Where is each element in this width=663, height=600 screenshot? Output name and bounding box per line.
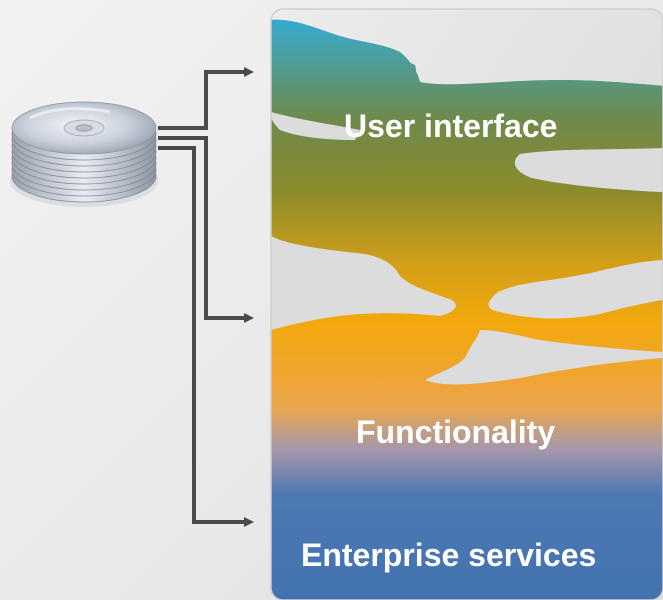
layer-label-functionality: Functionality — [356, 414, 556, 450]
layers-panel-border — [270, 8, 663, 600]
connectors — [158, 67, 254, 527]
disc-stack-icon — [10, 101, 158, 207]
arrow-to-enterprise-services — [158, 146, 254, 527]
layer-silhouette — [271, 19, 663, 600]
arrow-to-functionality — [158, 136, 254, 323]
layer-label-enterprise-services: Enterprise services — [301, 537, 597, 573]
layer-label-user-interface: User interface — [344, 108, 558, 144]
layer-gaps — [271, 112, 663, 385]
arrow-to-user-interface — [158, 67, 254, 130]
